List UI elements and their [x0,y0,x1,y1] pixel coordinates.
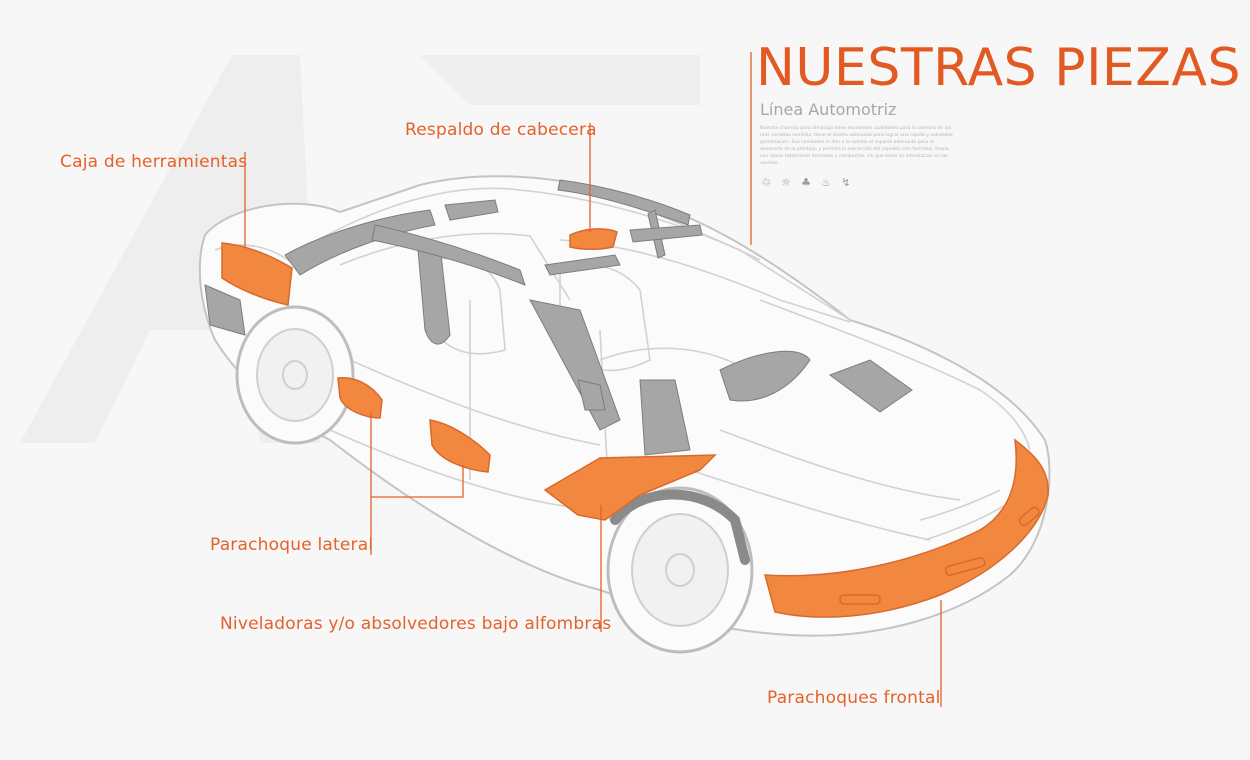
part-parachoques-frontal [764,438,1049,618]
feature-icons: ♲ ☼ ♣ ♨ ↯ [760,177,852,189]
label-caja-herramientas: Caja de herramientas [60,152,248,172]
label-respaldo-cabecera: Respaldo de cabecera [405,120,597,140]
lightning-icon: ↯ [841,176,851,189]
label-parachoque-lateral: Parachoque lateral [210,535,374,555]
rear-wheel [235,305,355,445]
thermometer-icon: ♨ [821,176,831,189]
part-parachoque-lateral-1 [337,377,383,419]
page-title: NUESTRAS PIEZAS [756,38,1241,98]
part-respaldo-cabecera [569,228,618,250]
front-wheel [606,486,754,654]
gray-panels [204,179,913,456]
plant-icon: ♣ [801,176,811,189]
page-subtitle: Línea Automotriz [760,100,897,119]
part-niveladoras [543,454,717,521]
recycle-icon: ♲ [761,176,771,189]
label-niveladoras: Niveladoras y/o absolvedores bajo alfomb… [220,614,612,634]
page-description: Nuestra chamiza para almácigo tiene exce… [760,126,953,166]
highlighted-parts [221,228,1049,618]
leader-lines [244,52,942,707]
part-parachoque-lateral-2 [429,419,491,473]
sun-icon: ☼ [781,176,791,189]
label-parachoques-frontal: Parachoques frontal [767,688,941,708]
